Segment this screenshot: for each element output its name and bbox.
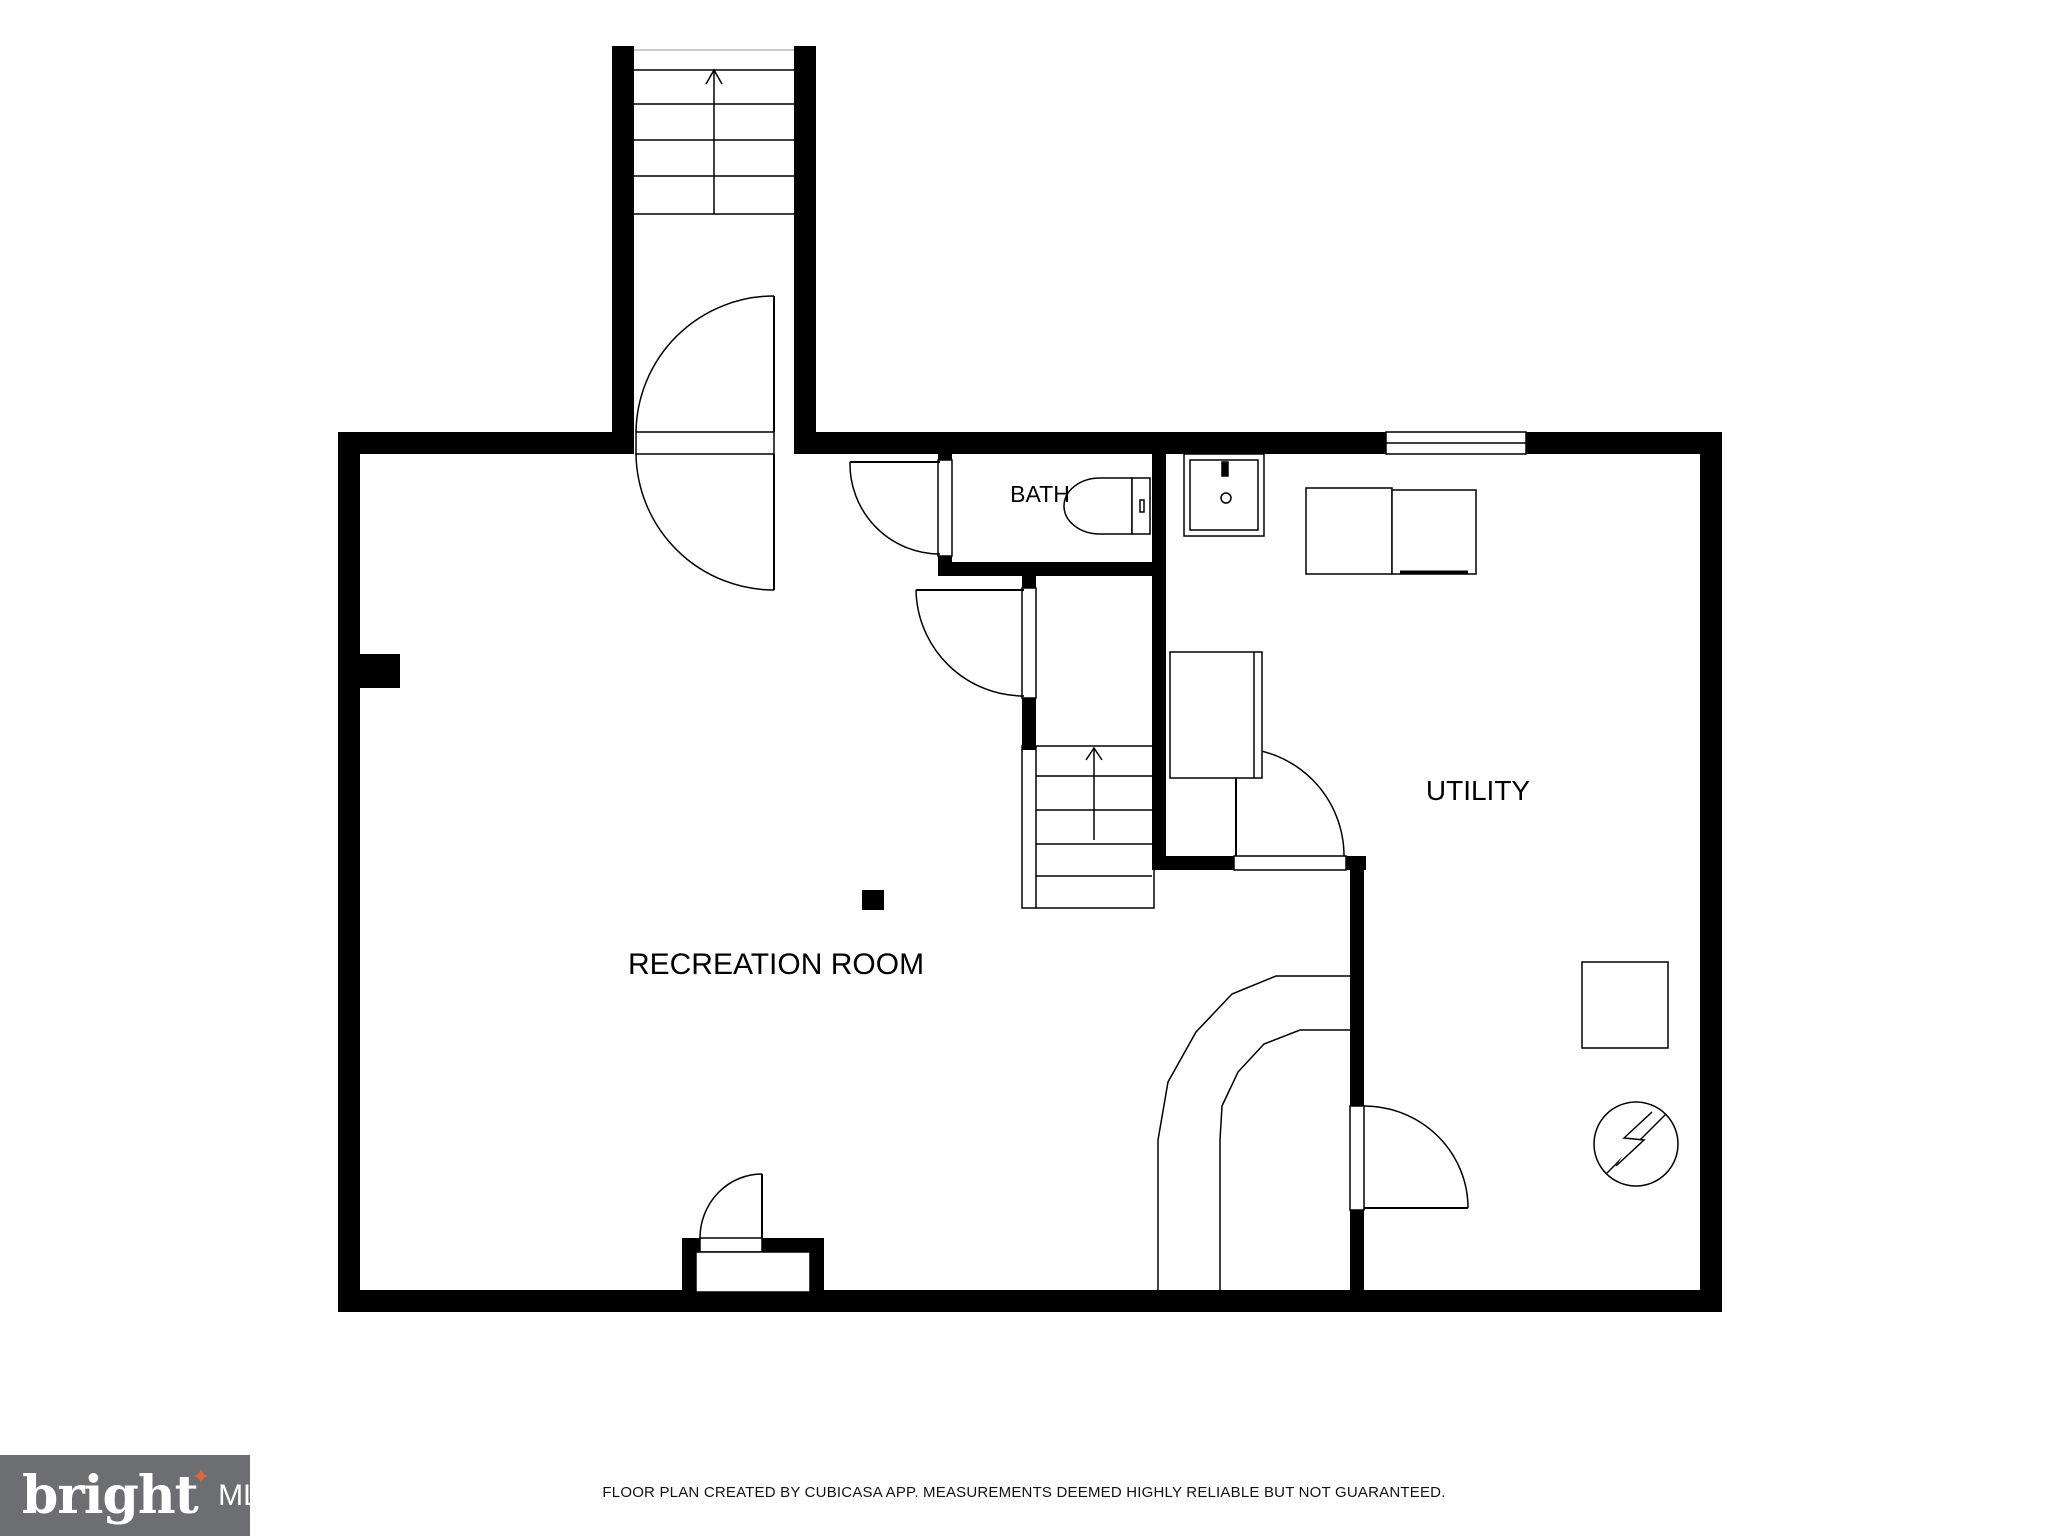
egress-well [682, 1173, 824, 1310]
bright-mls-logo: bright ✦ MLS [0, 1455, 280, 1536]
inner-stairs [1021, 745, 1155, 909]
disclaimer: FLOOR PLAN CREATED BY CUBICASA APP. MEAS… [602, 1484, 1446, 1501]
bath-door [849, 459, 953, 557]
logo-word: bright [22, 1465, 199, 1526]
utility-label: UTILITY [1426, 775, 1531, 806]
logo-mls: MLS [218, 1478, 280, 1512]
upper-door [635, 295, 775, 591]
utility-walls [1350, 856, 1364, 1310]
toilet [1063, 477, 1151, 535]
top-window [1385, 431, 1527, 455]
duct [1157, 975, 1350, 1290]
upper-stairs [634, 49, 794, 215]
columns [358, 654, 884, 910]
utility-fixtures [1169, 453, 1679, 1187]
utility-lower-door [1349, 1105, 1469, 1211]
recreation-room-label: RECREATION ROOM [628, 948, 924, 981]
closet-door [915, 587, 1037, 699]
bath-label: BATH [1010, 481, 1070, 507]
stairwell-walls [612, 46, 816, 454]
star-icon: ✦ [191, 1465, 211, 1490]
